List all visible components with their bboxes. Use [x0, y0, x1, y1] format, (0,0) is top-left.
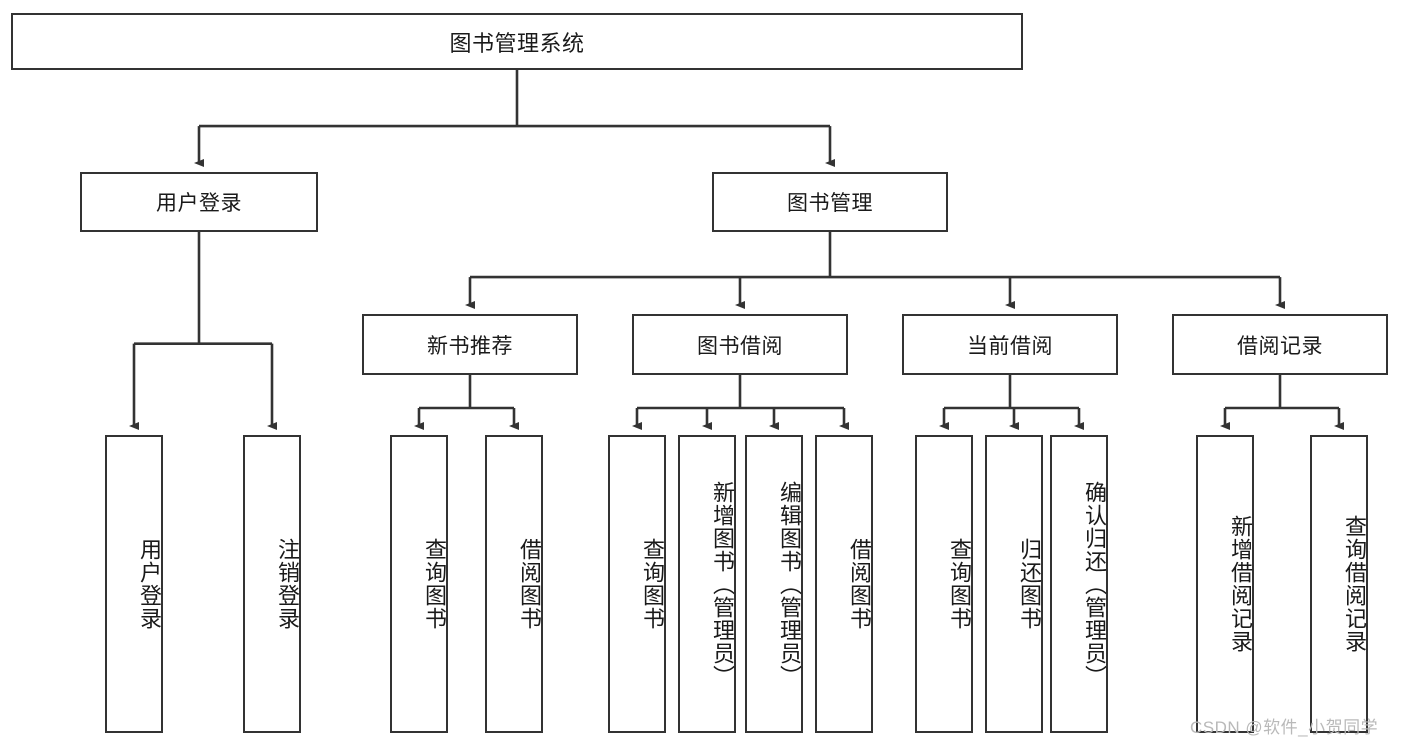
leaf-leaf-add-book[interactable]: 新增图书（管理员） — [678, 435, 736, 733]
node-label: 新增借阅记录 — [1228, 515, 1253, 653]
leaf-leaf-query-book-3[interactable]: 查询图书 — [915, 435, 973, 733]
node-label: 查询图书 — [422, 538, 447, 630]
node-label: 新增图书（管理员） — [710, 480, 735, 688]
leaf-leaf-borrow-book-2[interactable]: 借阅图书 — [815, 435, 873, 733]
leaf-leaf-query-record[interactable]: 查询借阅记录 — [1310, 435, 1368, 733]
leaf-leaf-user-login[interactable]: 用户登录 — [105, 435, 163, 733]
node-label: 确认归还（管理员） — [1082, 480, 1107, 688]
node-label: 借阅图书 — [847, 538, 872, 630]
node-new-book-recommend[interactable]: 新书推荐 — [362, 314, 578, 375]
node-label: 查询图书 — [947, 538, 972, 630]
node-label: 图书借阅 — [697, 334, 783, 358]
leaf-leaf-user-logout[interactable]: 注销登录 — [243, 435, 301, 733]
leaf-leaf-query-book-2[interactable]: 查询图书 — [608, 435, 666, 733]
leaf-leaf-return-book[interactable]: 归还图书 — [985, 435, 1043, 733]
leaf-leaf-borrow-book-1[interactable]: 借阅图书 — [485, 435, 543, 733]
node-root[interactable]: 图书管理系统 — [11, 13, 1023, 70]
node-label: 归还图书 — [1017, 538, 1042, 630]
node-user-login[interactable]: 用户登录 — [80, 172, 318, 232]
node-book-manage[interactable]: 图书管理 — [712, 172, 948, 232]
node-borrow-record[interactable]: 借阅记录 — [1172, 314, 1388, 375]
node-label: 编辑图书（管理员） — [777, 480, 802, 688]
leaf-leaf-confirm-return[interactable]: 确认归还（管理员） — [1050, 435, 1108, 733]
node-label: 查询图书 — [640, 538, 665, 630]
leaf-leaf-add-record[interactable]: 新增借阅记录 — [1196, 435, 1254, 733]
node-label: 用户登录 — [137, 538, 162, 630]
node-label: 借阅图书 — [517, 538, 542, 630]
node-book-borrow[interactable]: 图书借阅 — [632, 314, 848, 375]
csdn-watermark: CSDN @软件_小贺同学 — [1190, 718, 1379, 737]
node-label: 注销登录 — [275, 538, 300, 630]
node-current-borrow[interactable]: 当前借阅 — [902, 314, 1118, 375]
node-label: 新书推荐 — [427, 334, 513, 358]
node-label: 当前借阅 — [967, 334, 1053, 358]
leaf-leaf-edit-book[interactable]: 编辑图书（管理员） — [745, 435, 803, 733]
node-label: 图书管理 — [787, 192, 873, 215]
node-label: 用户登录 — [156, 192, 242, 215]
node-label: 借阅记录 — [1237, 334, 1323, 358]
node-label: 图书管理系统 — [449, 30, 585, 56]
node-label: 查询借阅记录 — [1342, 515, 1367, 653]
leaf-leaf-query-book-1[interactable]: 查询图书 — [390, 435, 448, 733]
